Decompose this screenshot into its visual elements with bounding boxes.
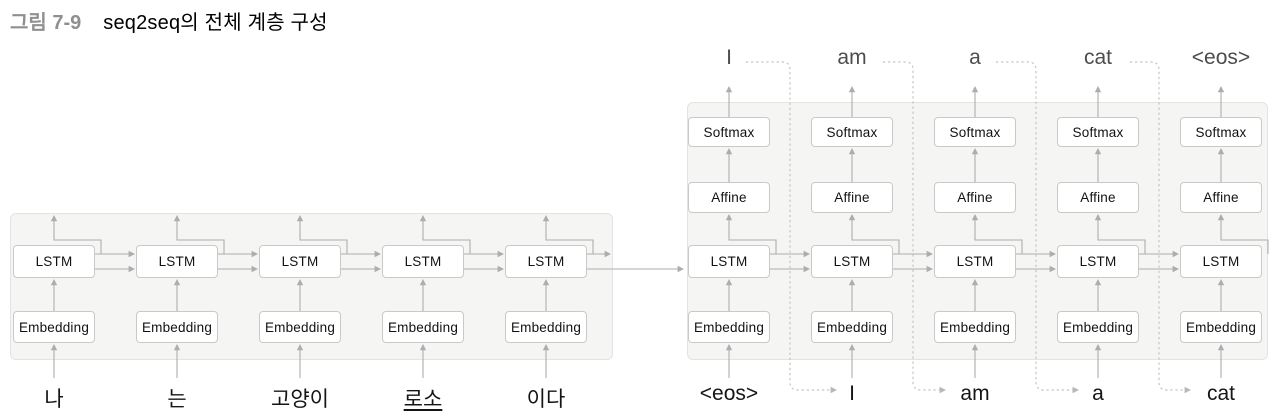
affine-box: Affine <box>1180 182 1262 213</box>
softmax-box: Softmax <box>688 117 770 147</box>
encoder-input-word: 고양이 <box>271 388 329 411</box>
decoder-input-word: cat <box>1206 382 1235 405</box>
affine-box: Affine <box>811 182 893 213</box>
arrowhead-up-icon <box>725 86 733 93</box>
lstm-box: LSTM <box>1180 245 1262 278</box>
embedding-box: Embedding <box>136 311 218 343</box>
lstm-box: LSTM <box>934 245 1016 278</box>
embedding-box: Embedding <box>382 311 464 343</box>
figure-caption: 그림 7-9 seq2seq의 전체 계층 구성 <box>10 6 328 35</box>
softmax-box: Softmax <box>934 117 1016 147</box>
arrowhead-up-icon <box>971 86 979 93</box>
embedding-box: Embedding <box>1057 311 1139 343</box>
lstm-box: LSTM <box>136 245 218 278</box>
lstm-box: LSTM <box>259 245 341 278</box>
figure-number: 그림 7-9 <box>10 12 82 34</box>
decoder-input-word: I <box>849 382 855 405</box>
lstm-box: LSTM <box>13 245 95 278</box>
encoder-input-word: 는 <box>167 388 187 411</box>
figure-title: seq2seq의 전체 계층 구성 <box>103 12 328 34</box>
softmax-box: Softmax <box>1057 117 1139 147</box>
lstm-box: LSTM <box>688 245 770 278</box>
embedding-box: Embedding <box>811 311 893 343</box>
affine-box: Affine <box>1057 182 1139 213</box>
embedding-box: Embedding <box>1180 311 1262 343</box>
lstm-box: LSTM <box>505 245 587 278</box>
encoder-input-word: 이다 <box>526 388 566 411</box>
affine-box: Affine <box>688 182 770 213</box>
softmax-box: Softmax <box>1180 117 1262 147</box>
arrowhead-up-icon <box>1217 86 1225 93</box>
decoder-output-word: I <box>726 46 732 69</box>
embedding-box: Embedding <box>934 311 1016 343</box>
embedding-box: Embedding <box>259 311 341 343</box>
embedding-box: Embedding <box>688 311 770 343</box>
decoder-output-word: <eos> <box>1191 46 1251 69</box>
decoder-output-word: am <box>837 46 867 69</box>
arrowhead-up-icon <box>848 86 856 93</box>
lstm-box: LSTM <box>1057 245 1139 278</box>
encoder-input-word: 나 <box>44 388 64 411</box>
arrowhead-right-icon <box>677 265 684 273</box>
encoder-input-word: 로소 <box>353 383 493 413</box>
lstm-box: LSTM <box>382 245 464 278</box>
embedding-box: Embedding <box>13 311 95 343</box>
arrowhead-up-icon <box>1094 86 1102 93</box>
decoder-input-word: a <box>1092 382 1104 405</box>
embedding-box: Embedding <box>505 311 587 343</box>
affine-box: Affine <box>934 182 1016 213</box>
decoder-input-word: am <box>960 382 990 405</box>
decoder-output-word: a <box>969 46 981 69</box>
encoder-input-word-underlined: 로소 <box>403 388 443 411</box>
decoder-input-word: <eos> <box>699 382 759 405</box>
decoder-output-word: cat <box>1083 46 1112 69</box>
softmax-box: Softmax <box>811 117 893 147</box>
lstm-box: LSTM <box>811 245 893 278</box>
